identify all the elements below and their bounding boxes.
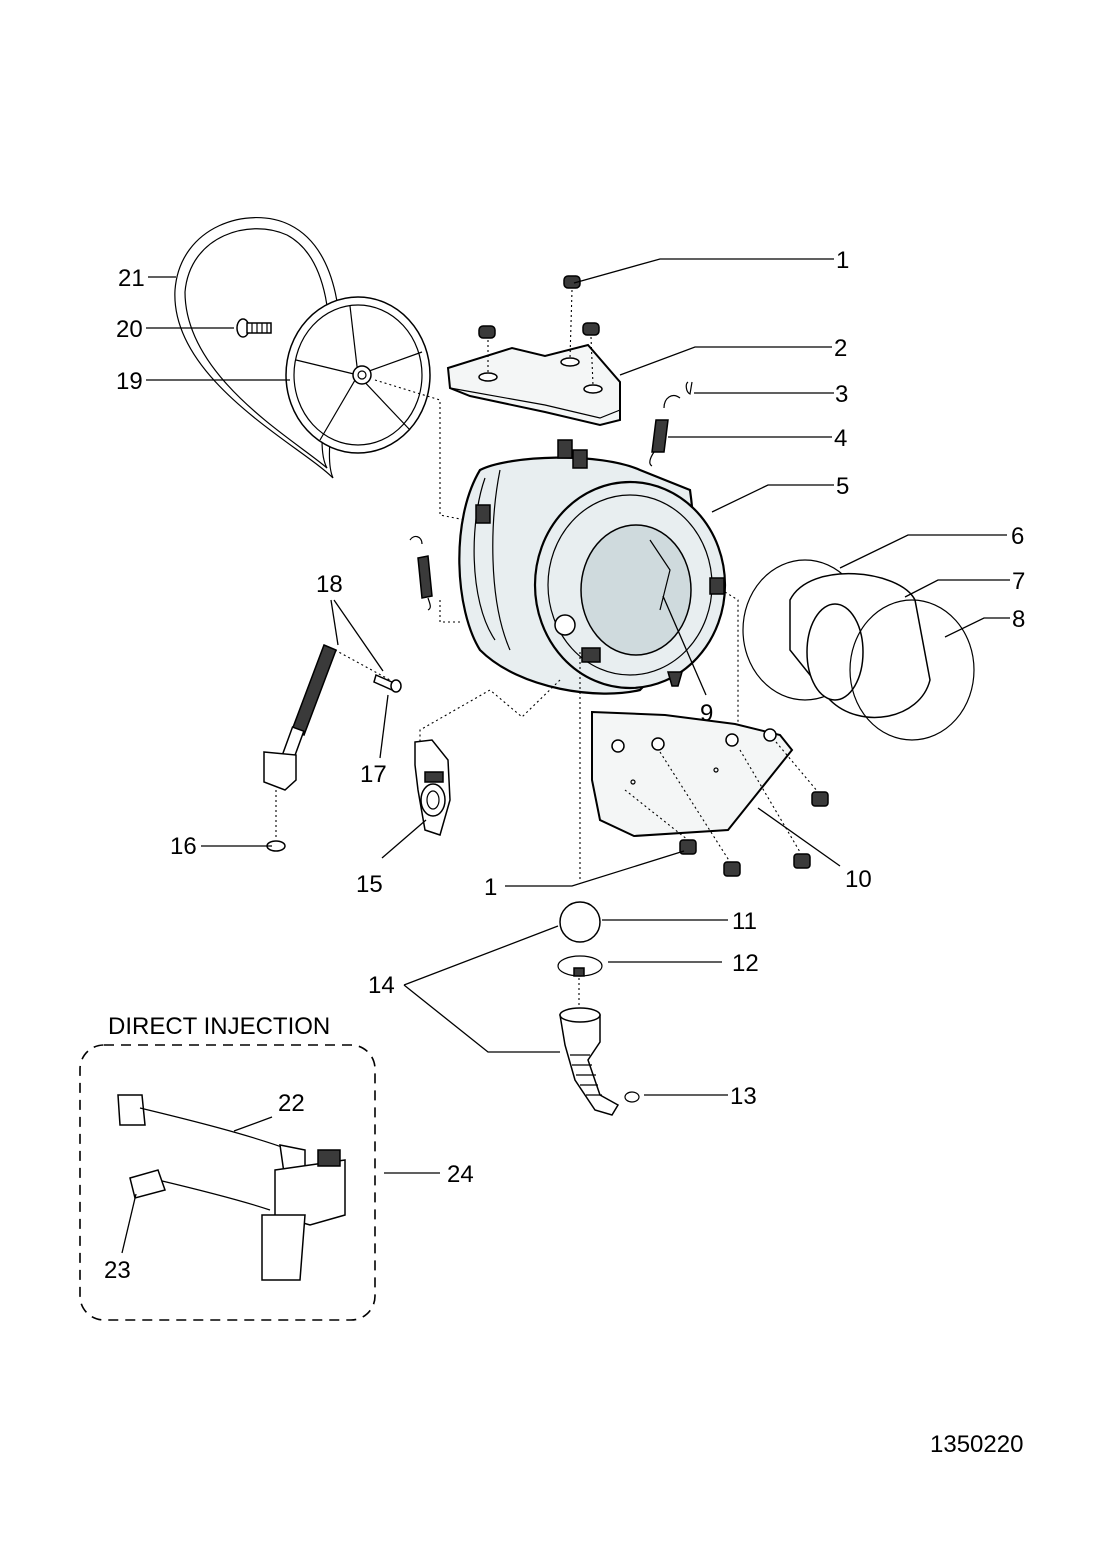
callout-13: 13 [730,1083,757,1110]
counterweight-top-drawing [446,275,621,427]
callout-24: 24 [447,1161,474,1188]
pulley-bolt-drawing [236,318,272,338]
callout-9: 9 [700,700,713,727]
callout-12: 12 [732,950,759,977]
callout-6: 6 [1011,523,1024,550]
callout-10: 10 [845,866,872,893]
door-gasket-drawing [742,559,975,741]
tub-assembly-drawing [458,439,727,880]
callout-8: 8 [1012,606,1025,633]
callout-2: 2 [834,335,847,362]
callout-1-bottom: 1 [484,874,497,901]
callout-11: 11 [732,908,757,935]
springs-drawing [409,381,693,611]
direct-injection-inset [79,1044,376,1321]
callout-16: 16 [170,833,197,860]
callout-17: 17 [360,761,387,788]
callout-21: 21 [118,265,145,292]
counterweight-front-drawing [591,710,829,877]
construction-lines [334,379,761,760]
callout-15: 15 [356,871,383,898]
callout-7: 7 [1012,568,1025,595]
callout-23: 23 [104,1257,131,1284]
callout-3: 3 [835,381,848,408]
callout-22: 22 [278,1090,305,1117]
callout-labels: 1 2 3 4 5 6 7 8 9 10 1 11 12 13 14 15 16… [104,247,1025,1284]
leader-lines [121,258,1010,1254]
callout-20: 20 [116,316,143,343]
drawing-number: 1350220 [930,1431,1023,1458]
heater-seal-drawing [414,739,451,836]
inset-title: DIRECT INJECTION [108,1013,330,1040]
callout-19: 19 [116,368,143,395]
callout-14: 14 [368,972,395,999]
sump-parts-drawing [557,901,640,1116]
callout-18: 18 [316,571,343,598]
callout-5: 5 [836,473,849,500]
callout-4: 4 [834,425,847,452]
callout-1-top: 1 [836,247,849,274]
drum-pulley-drawing [285,296,431,454]
shock-absorber-drawing [263,644,402,852]
